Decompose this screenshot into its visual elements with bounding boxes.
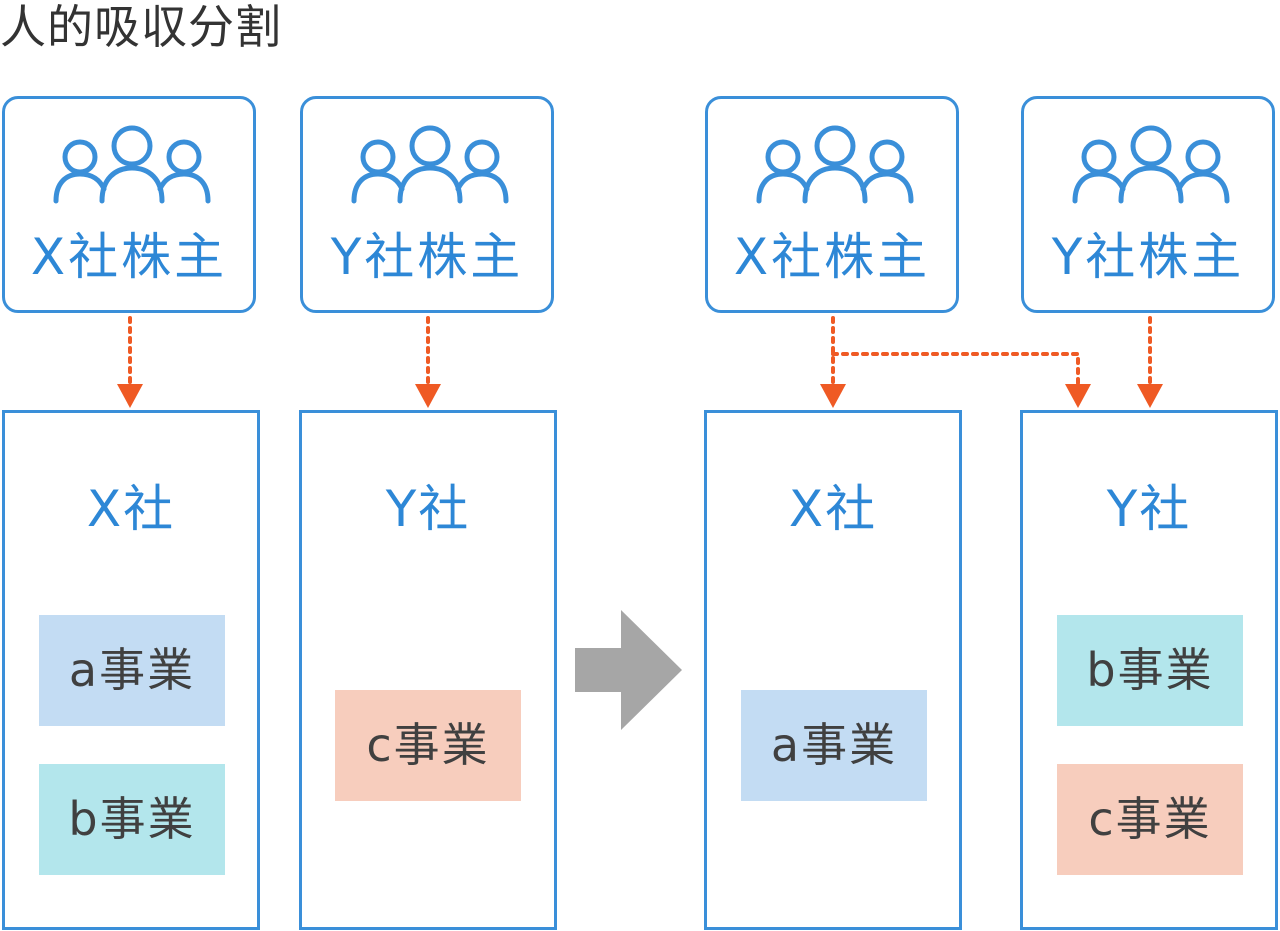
before-x-shareholders-label: X社株主 [30, 228, 228, 286]
after-x-shareholders-label: X社株主 [733, 228, 931, 286]
people-group-icon [1071, 125, 1231, 205]
before-y-business-c: c事業 [335, 690, 521, 801]
people-group-icon [52, 125, 212, 205]
people-group-icon [755, 125, 915, 205]
after-y-shareholders-label: Y社株主 [1051, 228, 1245, 286]
before-y-shareholders-label: Y社株主 [330, 228, 524, 286]
ownership-branch-line [831, 352, 1080, 386]
after-x-company-box: X社 a事業 [704, 410, 962, 930]
after-x-company-label: X社 [788, 480, 878, 538]
arrow-head-icon [820, 384, 846, 408]
page-title: 人的吸収分割 [0, 0, 282, 54]
after-y-shareholders-box: Y社株主 [1021, 96, 1275, 313]
before-y-company-box: Y社 c事業 [299, 410, 557, 930]
before-x-company-label: X社 [86, 480, 176, 538]
arrow-head-icon [415, 384, 441, 408]
before-x-business-b: b事業 [39, 764, 225, 875]
before-y-company-label: Y社 [385, 480, 471, 538]
before-y-shareholders-box: Y社株主 [300, 96, 554, 313]
after-x-shareholders-box: X社株主 [705, 96, 959, 313]
after-y-business-b: b事業 [1057, 615, 1243, 726]
before-x-shareholders-box: X社株主 [2, 96, 256, 313]
after-y-business-c: c事業 [1057, 764, 1243, 875]
after-y-company-label: Y社 [1106, 480, 1192, 538]
arrow-head-icon [117, 384, 143, 408]
people-group-icon [350, 125, 510, 205]
transition-arrow-icon [575, 610, 682, 730]
before-x-business-a: a事業 [39, 615, 225, 726]
arrow-head-icon [1137, 384, 1163, 408]
after-x-business-a: a事業 [741, 690, 927, 801]
before-x-company-box: X社 a事業 b事業 [2, 410, 260, 930]
arrow-head-icon [1065, 384, 1091, 408]
after-y-company-box: Y社 b事業 c事業 [1020, 410, 1278, 930]
